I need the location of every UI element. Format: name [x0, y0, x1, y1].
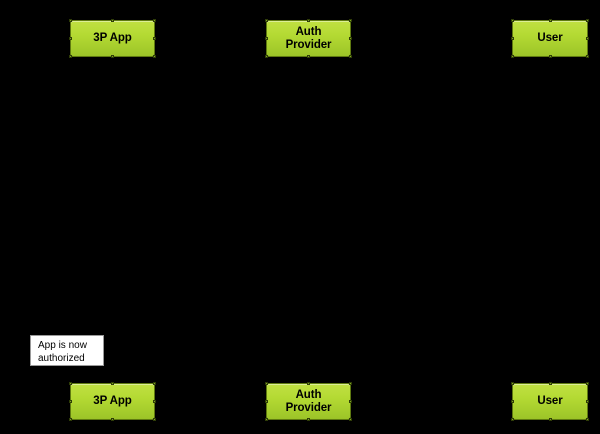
- participant-label: User: [537, 395, 563, 407]
- resize-handle-tm[interactable]: [111, 382, 114, 385]
- participant-auth-provider-top[interactable]: Auth Provider: [265, 19, 352, 58]
- resize-handle-bl[interactable]: [69, 418, 72, 421]
- participant-label: 3P App: [93, 395, 132, 407]
- resize-handle-ml[interactable]: [511, 400, 514, 403]
- resize-handle-tr[interactable]: [349, 382, 352, 385]
- resize-handle-br[interactable]: [349, 418, 352, 421]
- resize-handle-tm[interactable]: [548, 19, 552, 22]
- participant-label: Auth Provider: [285, 25, 332, 51]
- resize-handle-mr[interactable]: [586, 400, 589, 403]
- resize-handle-mr[interactable]: [153, 37, 156, 40]
- resize-handle-mr[interactable]: [153, 400, 156, 403]
- resize-handle-br[interactable]: [586, 418, 589, 421]
- resize-handle-tr[interactable]: [153, 382, 156, 385]
- resize-handle-ml[interactable]: [265, 37, 268, 40]
- resize-handle-mr[interactable]: [349, 37, 352, 40]
- lifeline-3p-app: [112, 57, 113, 383]
- resize-handle-ml[interactable]: [69, 37, 72, 40]
- resize-handle-ml[interactable]: [69, 400, 72, 403]
- resize-handle-bm[interactable]: [307, 55, 310, 58]
- resize-handle-bl[interactable]: [265, 55, 268, 58]
- resize-handle-bm[interactable]: [111, 418, 114, 421]
- participant-label: Auth Provider: [285, 388, 332, 414]
- resize-handle-br[interactable]: [153, 418, 156, 421]
- resize-handle-br[interactable]: [586, 55, 589, 58]
- resize-handle-tl[interactable]: [511, 19, 514, 22]
- resize-handle-br[interactable]: [153, 55, 156, 58]
- participant-label: 3P App: [93, 32, 132, 44]
- participant-auth-provider-bottom[interactable]: Auth Provider: [265, 382, 352, 421]
- participant-label: User: [537, 32, 563, 44]
- resize-handle-mr[interactable]: [349, 400, 352, 403]
- resize-handle-tm[interactable]: [548, 382, 552, 385]
- resize-handle-bm[interactable]: [111, 55, 114, 58]
- resize-handle-tm[interactable]: [307, 382, 310, 385]
- resize-handle-ml[interactable]: [511, 37, 514, 40]
- resize-handle-tl[interactable]: [265, 19, 268, 22]
- participant-user-top[interactable]: User: [511, 19, 589, 58]
- resize-handle-mr[interactable]: [586, 37, 589, 40]
- resize-handle-bm[interactable]: [307, 418, 310, 421]
- resize-handle-tr[interactable]: [153, 19, 156, 22]
- participant-3p-app-top[interactable]: 3P App: [69, 19, 156, 58]
- resize-handle-tl[interactable]: [511, 382, 514, 385]
- note-app-authorized[interactable]: App is now authorized: [30, 335, 104, 366]
- resize-handle-tm[interactable]: [307, 19, 310, 22]
- resize-handle-bl[interactable]: [511, 418, 514, 421]
- resize-handle-bl[interactable]: [511, 55, 514, 58]
- resize-handle-bm[interactable]: [548, 418, 552, 421]
- resize-handle-br[interactable]: [349, 55, 352, 58]
- participant-user-bottom[interactable]: User: [511, 382, 589, 421]
- resize-handle-tr[interactable]: [586, 382, 589, 385]
- resize-handle-tm[interactable]: [111, 19, 114, 22]
- resize-handle-tl[interactable]: [69, 19, 72, 22]
- lifeline-auth-provider: [308, 57, 309, 383]
- resize-handle-ml[interactable]: [265, 400, 268, 403]
- resize-handle-tl[interactable]: [69, 382, 72, 385]
- lifeline-user: [550, 57, 551, 383]
- participant-3p-app-bottom[interactable]: 3P App: [69, 382, 156, 421]
- resize-handle-bm[interactable]: [548, 55, 552, 58]
- resize-handle-bl[interactable]: [265, 418, 268, 421]
- resize-handle-bl[interactable]: [69, 55, 72, 58]
- resize-handle-tr[interactable]: [349, 19, 352, 22]
- resize-handle-tl[interactable]: [265, 382, 268, 385]
- resize-handle-tr[interactable]: [586, 19, 589, 22]
